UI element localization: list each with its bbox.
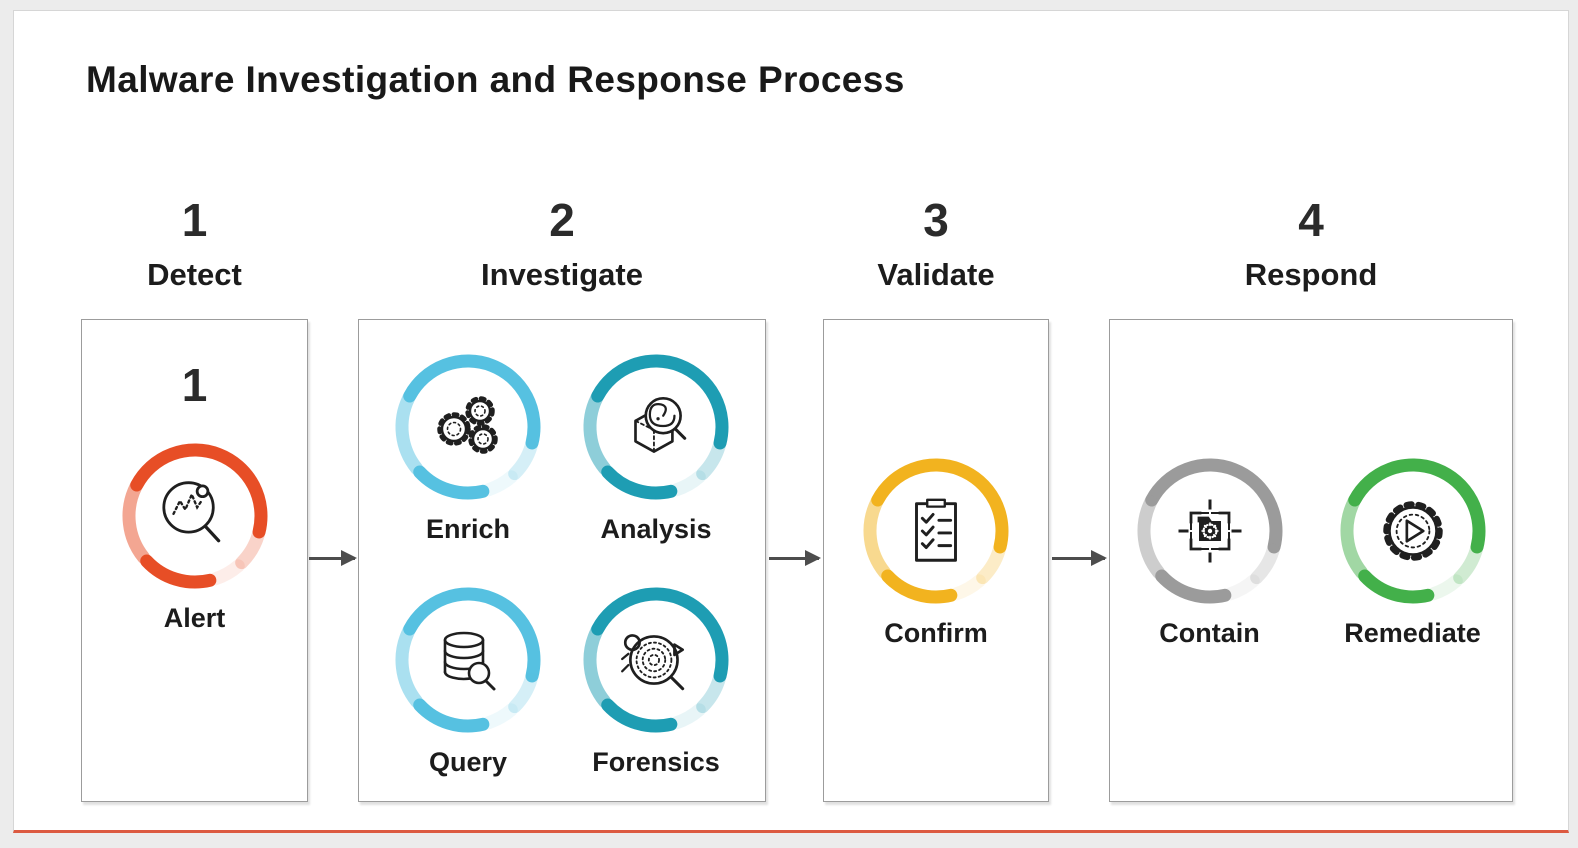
database-search-icon (443, 631, 496, 691)
process-item-contain: Contain (1125, 452, 1295, 649)
step-number-2: 2 (549, 194, 575, 246)
remediate-ring (1334, 452, 1492, 610)
alert-ring (116, 437, 274, 595)
step-label-detect: Detect (147, 257, 242, 292)
analysis-ring (577, 348, 735, 506)
process-item-alert: Alert (110, 437, 280, 634)
item-label-analysis: Analysis (600, 514, 712, 544)
step-number-1: 1 (181, 194, 208, 246)
contain-ring (1131, 452, 1289, 610)
forensics-ring (577, 581, 735, 739)
detect-inner-number: 1 (181, 359, 208, 411)
gear-play-icon (1382, 501, 1443, 561)
item-label-query: Query (428, 747, 508, 777)
process-item-query: Query (383, 581, 553, 778)
process-item-confirm: Confirm (851, 452, 1021, 649)
diagram-card: Malware Investigation and Response Proce… (13, 10, 1569, 833)
gears-icon (437, 396, 498, 454)
step-box-respond: Contain Remediate (1109, 319, 1513, 802)
step-box-investigate: Enrich Analysis (358, 319, 766, 802)
process-item-remediate: Remediate (1328, 452, 1498, 649)
step-number-3: 3 (923, 194, 949, 246)
arrow-investigate-to-validate (769, 550, 821, 566)
bug-search-icon (621, 634, 685, 691)
arrow-detect-to-investigate (309, 550, 357, 566)
confirm-ring (857, 452, 1015, 610)
process-item-forensics: Forensics (571, 581, 741, 778)
process-item-analysis: Analysis (571, 348, 741, 545)
checklist-clipboard-icon (915, 498, 957, 562)
cube-search-icon (634, 396, 687, 453)
query-ring (389, 581, 547, 739)
process-item-enrich: Enrich (383, 348, 553, 545)
enrich-ring (389, 348, 547, 506)
step-box-validate: Confirm (823, 319, 1049, 802)
item-label-contain: Contain (1159, 618, 1260, 648)
step-label-validate: Validate (877, 257, 995, 292)
step-label-investigate: Investigate (481, 257, 643, 292)
page-title: Malware Investigation and Response Proce… (86, 59, 905, 100)
arrow-validate-to-respond (1052, 550, 1107, 566)
step-number-4: 4 (1298, 194, 1324, 246)
item-label-forensics: Forensics (592, 747, 720, 777)
step-box-detect: 1 Alert (81, 319, 308, 802)
item-label-confirm: Confirm (884, 618, 988, 648)
item-label-alert: Alert (163, 602, 226, 633)
search-activity-icon (161, 480, 220, 542)
item-label-enrich: Enrich (425, 514, 511, 544)
step-label-respond: Respond (1244, 257, 1378, 292)
item-label-remediate: Remediate (1344, 618, 1481, 648)
quarantine-target-icon (1178, 499, 1241, 563)
